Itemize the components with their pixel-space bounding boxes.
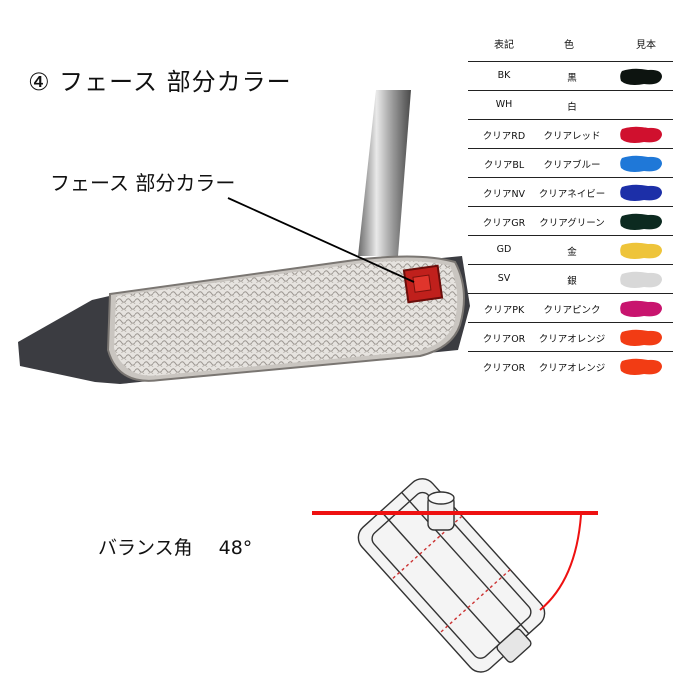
- row-color-name: クリアオレンジ: [538, 363, 606, 374]
- putter-head-illustration: [18, 90, 470, 384]
- row-code: GD: [496, 244, 512, 255]
- color-swatch: [620, 126, 662, 143]
- callout-leader-line: [227, 197, 415, 283]
- table-row: クリアPK クリアピンク: [468, 293, 673, 323]
- color-swatch: [620, 271, 662, 288]
- row-color-name: クリアネイビー: [538, 189, 606, 200]
- color-swatch: [620, 213, 662, 230]
- color-swatch: [620, 329, 662, 346]
- row-code: クリアNV: [482, 189, 526, 200]
- callout-label: フェース 部分カラー: [50, 171, 236, 195]
- row-code: クリアRD: [482, 131, 526, 142]
- table-row: SV 銀: [468, 264, 673, 294]
- row-color-name: クリアグリーン: [539, 218, 605, 229]
- row-color-name: クリアピンク: [543, 305, 601, 316]
- color-swatch: [620, 155, 662, 172]
- row-code: クリアBL: [483, 160, 525, 171]
- table-row: クリアNV クリアネイビー: [468, 177, 673, 207]
- balance-label-text: バランス角: [98, 537, 193, 559]
- row-code: クリアOR: [482, 334, 526, 345]
- face-mill-shape: [114, 260, 458, 376]
- balance-angle-diagram: [312, 478, 598, 673]
- color-swatch: [620, 358, 662, 375]
- angle-arc: [539, 514, 582, 611]
- color-swatch: [620, 300, 662, 317]
- row-code: クリアOR: [482, 363, 526, 374]
- color-swatch: [620, 68, 662, 85]
- row-color-name: 黒: [567, 73, 577, 84]
- row-color-name: クリアレッド: [543, 131, 601, 142]
- putter-head-outline: [357, 478, 546, 673]
- row-code: クリアGR: [482, 218, 526, 229]
- row-color-name: クリアブルー: [543, 160, 601, 171]
- table-row: クリアGR クリアグリーン: [468, 206, 673, 236]
- table-row: クリアRD クリアレッド: [468, 119, 673, 149]
- color-swatch: [620, 184, 662, 201]
- balance-angle-value: 48°: [218, 537, 253, 559]
- row-code: BK: [497, 70, 511, 81]
- balance-angle-label: バランス角 48°: [98, 533, 252, 560]
- row-code: SV: [497, 273, 511, 284]
- header-color: 色: [564, 40, 574, 51]
- page-title: ④ フェース 部分カラー: [28, 68, 292, 96]
- row-color-name: 銀: [567, 276, 577, 287]
- table-row: BK 黒: [468, 61, 673, 91]
- header-code: 表記: [494, 40, 514, 51]
- row-color-name: 金: [567, 247, 577, 258]
- row-code: クリアPK: [483, 305, 525, 316]
- table-row: WH 白: [468, 90, 673, 120]
- row-color-name: 白: [567, 102, 577, 113]
- table-row: クリアOR クリアオレンジ: [468, 322, 673, 352]
- table-row: クリアOR クリアオレンジ: [468, 351, 673, 382]
- table-row: クリアBL クリアブルー: [468, 148, 673, 178]
- row-color-name: クリアオレンジ: [538, 334, 606, 345]
- red-face-insert-inner-shape: [412, 274, 432, 293]
- table-row: GD 金: [468, 235, 673, 265]
- row-code: WH: [495, 99, 513, 110]
- color-swatch: [620, 242, 662, 259]
- shaft-shape: [358, 90, 411, 256]
- header-sample: 見本: [636, 40, 656, 51]
